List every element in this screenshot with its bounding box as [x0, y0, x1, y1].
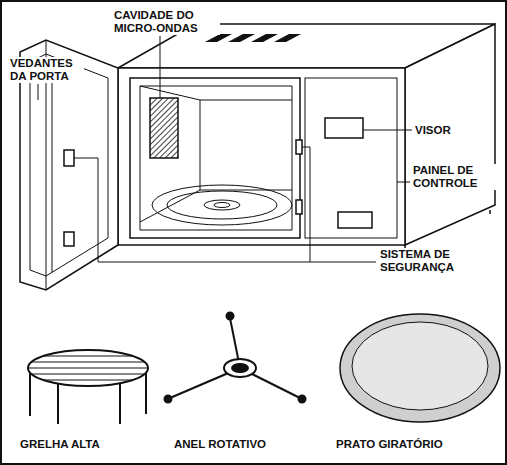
part-label: SISTEMA DE SEGURANÇA [378, 248, 494, 274]
part-label: VISOR [413, 124, 453, 137]
door-button [338, 212, 372, 228]
part-label: ANEL ROTATIVO [172, 438, 268, 451]
turntable-plate [340, 314, 500, 422]
part-label: CAVIDADE DO MICRO-ONDAS [112, 9, 220, 35]
high-rack [20, 350, 160, 424]
part-label: PRATO GIRATÓRIO [334, 438, 445, 451]
part-label: GRELHA ALTA [18, 438, 102, 451]
microwave-body [118, 24, 495, 250]
vent-slots [205, 34, 301, 42]
display [325, 118, 363, 138]
part-label: VEDANTES DA PORTA [8, 57, 84, 83]
part-label: PAINEL DE CONTROLE [411, 164, 503, 190]
waveguide-cover [150, 98, 178, 158]
leader-lines [38, 36, 412, 262]
rotating-ring [165, 313, 306, 403]
